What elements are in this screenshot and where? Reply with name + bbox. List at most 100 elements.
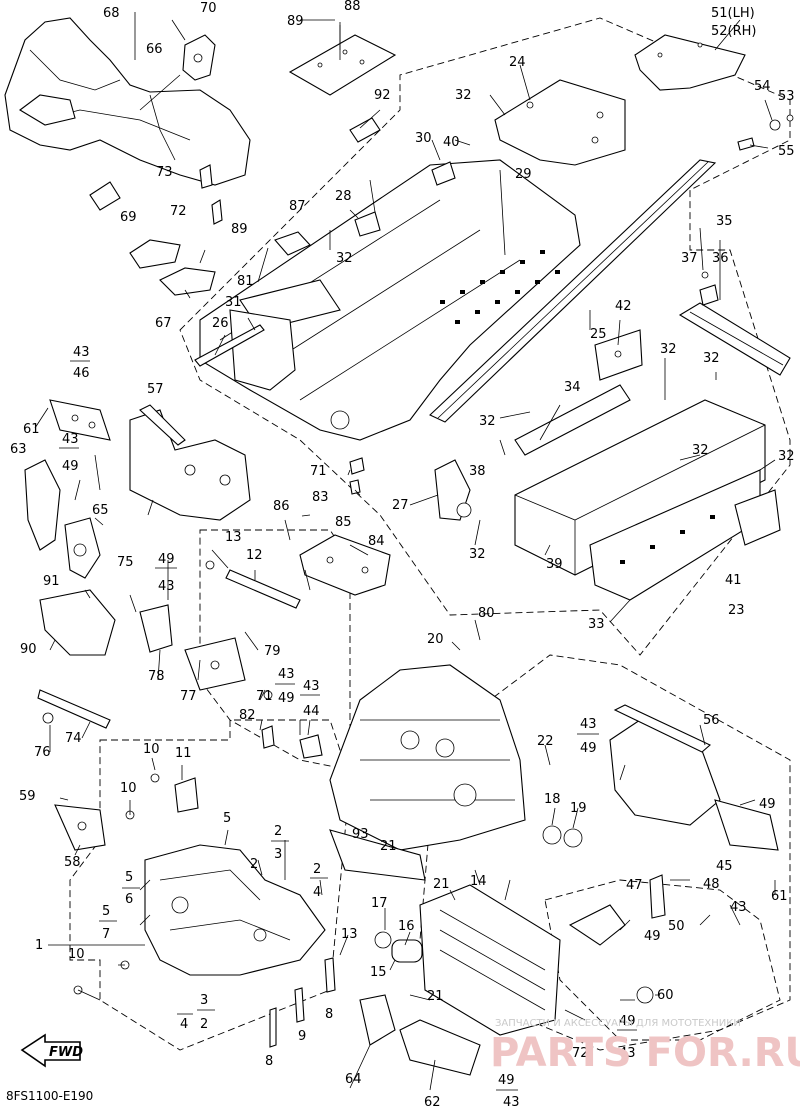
callout-76: 76 xyxy=(34,745,51,760)
callout-47: 47 xyxy=(626,878,643,893)
callout-43-f: 43 xyxy=(580,717,597,732)
callout-32-c: 32 xyxy=(660,342,677,357)
callout-45: 45 xyxy=(716,859,733,874)
callout-21-c: 21 xyxy=(427,989,444,1004)
callout-89-top: 89 xyxy=(287,14,304,29)
callout-70: 70 xyxy=(200,1,217,16)
callout-42: 42 xyxy=(615,299,632,314)
callout-13-bottom: 13 xyxy=(341,927,358,942)
callout-49-h: 49 xyxy=(498,1073,515,1088)
rear-tunnel-39-33 xyxy=(514,399,781,601)
callout-32-e: 32 xyxy=(479,414,496,429)
callout-43-left: 43 xyxy=(73,345,90,360)
rear-rail-35 xyxy=(678,271,791,376)
callout-13-top: 13 xyxy=(225,530,242,545)
callout-19: 19 xyxy=(570,801,587,816)
callout-10-b: 10 xyxy=(120,781,137,796)
watermark: ЗАПЧАСТИ И АКСЕССУАРЫ ДЛЯ МОТОТЕХНИКИ PA… xyxy=(490,1018,800,1076)
callout-24: 24 xyxy=(509,55,526,70)
callout-55: 55 xyxy=(778,144,795,159)
fwd-arrow-icon: FWD xyxy=(20,1033,83,1068)
callout-81: 81 xyxy=(237,274,254,289)
callout-64: 64 xyxy=(345,1072,362,1087)
callout-91: 91 xyxy=(43,574,60,589)
callout-23: 23 xyxy=(728,603,745,618)
callout-72-top: 72 xyxy=(170,204,187,219)
callout-6: 6 xyxy=(125,892,133,907)
plate-88 xyxy=(288,22,397,96)
callout-63: 63 xyxy=(10,442,27,457)
callout-51-lh: 51(LH) xyxy=(711,6,755,21)
callout-7: 7 xyxy=(102,927,110,942)
callout-61-left: 61 xyxy=(23,422,40,437)
callout-73: 73 xyxy=(156,165,173,180)
round-parts-15-19 xyxy=(374,825,583,963)
callout-48: 48 xyxy=(703,877,720,892)
callout-46: 46 xyxy=(73,366,90,381)
callout-90: 90 xyxy=(20,642,37,657)
callout-87: 87 xyxy=(289,199,306,214)
callout-12: 12 xyxy=(246,548,263,563)
bracket-46 xyxy=(49,399,111,441)
watermark-tagline: ЗАПЧАСТИ И АКСЕССУАРЫ ДЛЯ МОТОТЕХНИКИ xyxy=(495,1018,741,1029)
callout-57: 57 xyxy=(147,382,164,397)
callout-26: 26 xyxy=(212,316,229,331)
callout-92: 92 xyxy=(374,88,391,103)
callout-8-a: 8 xyxy=(325,1007,333,1022)
callout-29: 29 xyxy=(515,167,532,182)
callout-49-a: 49 xyxy=(62,459,79,474)
bracket-27-38 xyxy=(434,459,472,521)
callout-43-d: 43 xyxy=(278,667,295,682)
plates-63-65 xyxy=(24,459,101,579)
brackets-78-77 xyxy=(139,604,246,691)
watermark-brand: PARTS FOR.RU xyxy=(490,1030,800,1076)
callout-5-a: 5 xyxy=(223,811,231,826)
leader-lines xyxy=(34,12,776,1091)
bar-34 xyxy=(514,384,631,456)
bracket-42 xyxy=(594,329,643,381)
callout-32-b: 32 xyxy=(336,251,353,266)
callout-1: 1 xyxy=(35,938,43,953)
callout-82: 82 xyxy=(239,708,256,723)
bolts-8-9 xyxy=(269,957,336,1048)
cover-90 xyxy=(39,589,116,656)
callout-79: 79 xyxy=(264,644,281,659)
callout-10-a: 10 xyxy=(143,742,160,757)
callout-34: 34 xyxy=(564,380,581,395)
callout-49-c: 49 xyxy=(278,691,295,706)
callout-77: 77 xyxy=(180,689,197,704)
callout-69: 69 xyxy=(120,210,137,225)
callout-54: 54 xyxy=(754,79,771,94)
label-92 xyxy=(349,117,381,143)
callout-15: 15 xyxy=(370,965,387,980)
front-frame-1 xyxy=(144,844,326,976)
callout-62: 62 xyxy=(424,1095,441,1109)
callout-40: 40 xyxy=(443,135,460,150)
steering-post-57 xyxy=(129,404,251,521)
callout-2-c: 2 xyxy=(313,862,321,877)
callout-9: 9 xyxy=(298,1029,306,1044)
callout-28: 28 xyxy=(335,189,352,204)
callout-80: 80 xyxy=(478,606,495,621)
callout-50: 50 xyxy=(668,919,685,934)
strut-74 xyxy=(37,689,111,729)
callout-3-b: 3 xyxy=(200,993,208,1008)
hardware-82-79 xyxy=(261,690,323,759)
callout-93: 93 xyxy=(352,827,369,842)
bracket-24 xyxy=(494,79,626,166)
bolts-73-72 xyxy=(199,164,223,225)
callout-71-mid: 71 xyxy=(256,689,273,704)
small-parts-87-28 xyxy=(274,161,456,256)
callout-4-b: 4 xyxy=(180,1017,188,1032)
callout-8-b: 8 xyxy=(265,1054,273,1069)
callout-43-bottom: 43 xyxy=(503,1095,520,1109)
callout-27: 27 xyxy=(392,498,409,513)
callout-25: 25 xyxy=(590,327,607,342)
callout-10-c: 10 xyxy=(68,947,85,962)
right-parts-56-50 xyxy=(568,704,779,1004)
callout-21-b: 21 xyxy=(433,877,450,892)
callout-2-d: 2 xyxy=(200,1017,208,1032)
callout-5-b: 5 xyxy=(125,870,133,885)
callout-36: 36 xyxy=(712,251,729,266)
callout-2-b: 2 xyxy=(250,857,258,872)
